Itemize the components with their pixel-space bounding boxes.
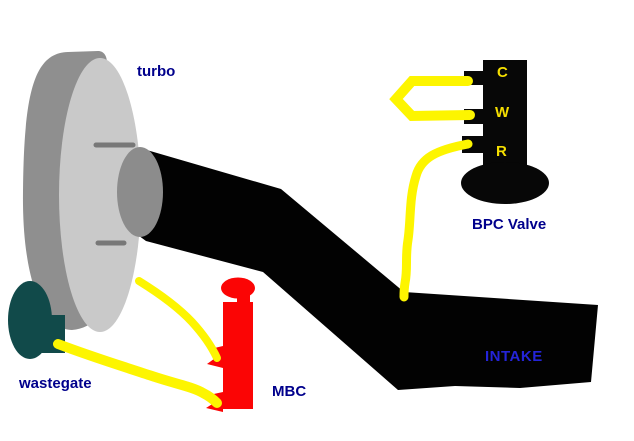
turbo-outlet <box>117 147 163 237</box>
bpc-port-r-label: R <box>496 143 507 160</box>
mbc-body <box>223 302 253 409</box>
bpc-port-w-label: W <box>495 104 510 121</box>
label-wastegate: wastegate <box>19 375 92 392</box>
bpc-body <box>483 60 527 167</box>
mbc-nipple-top <box>207 346 223 368</box>
mbc-neck <box>237 295 250 305</box>
label-mbc: MBC <box>272 383 307 400</box>
bpc-port-c-label: C <box>497 64 508 81</box>
label-turbo: turbo <box>137 63 176 80</box>
turbo-front-face <box>59 58 141 332</box>
label-bpc-valve: BPC Valve <box>472 216 547 233</box>
hose-turbo-to-mbc <box>135 277 221 362</box>
label-intake: INTAKE <box>485 348 543 365</box>
mbc-cap <box>221 277 255 299</box>
hose-bpc-c-to-w <box>389 76 475 122</box>
turbo-to-intake-pipe <box>131 146 598 390</box>
bpc-base <box>461 162 549 204</box>
hose-bpc-r-to-intake <box>399 139 473 302</box>
hose-wastegate-to-mbc <box>53 339 222 408</box>
